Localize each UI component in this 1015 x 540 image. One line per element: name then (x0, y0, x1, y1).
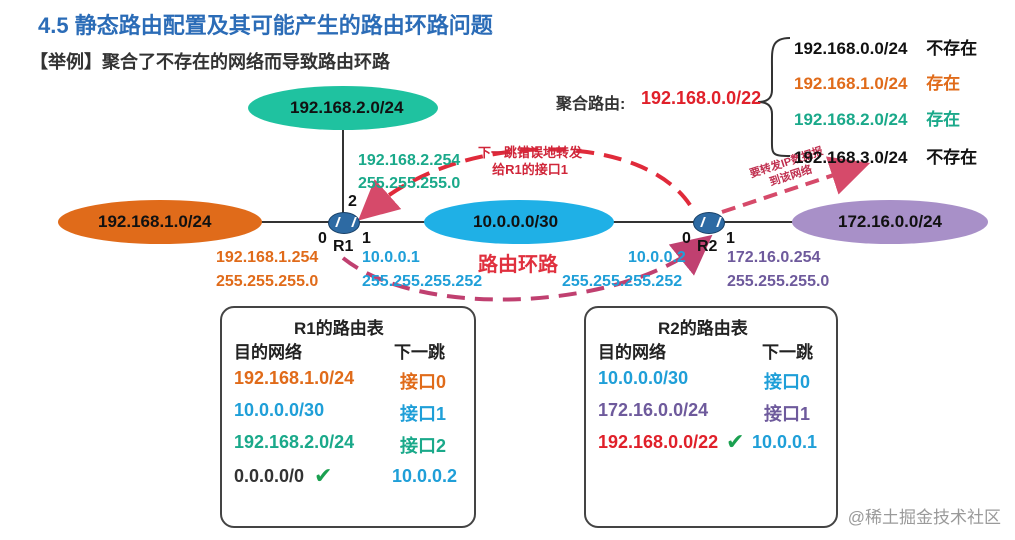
aggregate-item-3-net: 192.168.3.0/24 (794, 148, 908, 167)
r2-right-mask: 255.255.255.0 (727, 273, 830, 290)
aggregate-item-1-status: 存在 (926, 74, 961, 93)
wrong-forward-note-line1: 下一跳错误地转发 (478, 145, 583, 160)
network-middle-label: 10.0.0.0/30 (473, 212, 559, 231)
r1-port-0: 0 (318, 230, 327, 247)
r1-row-0-next: 接口0 (400, 372, 447, 392)
r1-mid-ip: 10.0.0.1 (362, 249, 420, 266)
r2-routing-table: R2的路由表 目的网络 下一跳 10.0.0.0/30 接口0 172.16.0… (584, 306, 838, 528)
wrong-forward-note: 下一跳错误地转发 给R1的接口1 (478, 144, 582, 178)
router-r1-label: R1 (333, 238, 354, 255)
network-right-ellipse (792, 200, 988, 244)
aggregate-item-0-net: 192.168.0.0/24 (794, 39, 908, 58)
r1-routing-table: R1的路由表 目的网络 下一跳 192.168.1.0/24 接口0 10.0.… (220, 306, 476, 528)
wrong-forward-arrow (358, 147, 692, 221)
network-right-label: 172.16.0.0/24 (838, 212, 942, 231)
r1-left-mask: 255.255.255.0 (216, 273, 319, 290)
r1-row-0-dest: 192.168.1.0/24 (234, 368, 355, 388)
r2-row-0-dest: 10.0.0.0/30 (598, 368, 689, 388)
page-subtitle: 【举例】聚合了不存在的网络而导致路由环路 (30, 52, 390, 72)
r1-port-2: 2 (348, 193, 357, 210)
r1-top-ip: 192.168.2.254 (358, 152, 461, 169)
network-left-ellipse (58, 200, 262, 244)
r1-port-1: 1 (362, 230, 371, 247)
r1-left-ip: 192.168.1.254 (216, 249, 319, 266)
r2-right-ip: 172.16.0.254 (727, 249, 821, 266)
router-r2-icon[interactable] (693, 212, 725, 234)
r1-mid-mask: 255.255.255.252 (362, 273, 483, 290)
r2-mid-mask: 255.255.255.252 (562, 273, 683, 290)
aggregate-item-2-net: 192.168.2.0/24 (794, 110, 908, 129)
forward-to-network-arrow (721, 156, 871, 214)
aggregate-item-0: 192.168.0.0/24 不存在 (794, 34, 977, 59)
aggregate-label: 聚合路由: (556, 96, 626, 113)
wrong-forward-note-line2: 给R1的接口1 (492, 162, 568, 177)
aggregate-item-3-status: 不存在 (926, 148, 978, 167)
r2-mid-ip: 10.0.0.2 (628, 249, 686, 266)
r1-table-title: R1的路由表 (294, 319, 384, 338)
r1-row-3-next: 10.0.0.2 (392, 466, 458, 486)
router-r2-label: R2 (697, 238, 718, 255)
r2-row-0-next: 接口0 (764, 372, 811, 392)
r2-row-2-dest: 192.168.0.0/22 (598, 432, 719, 452)
aggregate-item-2: 192.168.2.0/24 存在 (794, 105, 960, 130)
aggregate-item-2-status: 存在 (926, 110, 961, 129)
aggregate-brace (757, 37, 791, 157)
r1-row-3-dest: 0.0.0.0/0 (234, 466, 305, 486)
r2-row-2-next: 10.0.0.1 (752, 432, 818, 452)
r1-col-dest: 目的网络 (234, 343, 302, 362)
network-left-label: 192.168.1.0/24 (98, 212, 212, 231)
page-title: 4.5 静态路由配置及其可能产生的路由环路问题 (38, 13, 493, 38)
r1-row-1-dest: 10.0.0.0/30 (234, 400, 325, 420)
network-top-label: 192.168.2.0/24 (290, 98, 404, 117)
aggregate-item-3: 192.168.3.0/24 不存在 (794, 143, 977, 168)
check-icon: ✔ (314, 463, 333, 488)
check-icon: ✔ (726, 429, 745, 454)
r2-table-title: R2的路由表 (658, 319, 748, 338)
network-top-ellipse (248, 86, 438, 130)
r1-row-2-next: 接口2 (400, 436, 447, 456)
r2-col-dest: 目的网络 (598, 343, 666, 362)
routing-loop-label: 路由环路 (478, 254, 558, 276)
r1-row-2-dest: 192.168.2.0/24 (234, 432, 355, 452)
r1-top-mask: 255.255.255.0 (358, 175, 461, 192)
r2-row-1-dest: 172.16.0.0/24 (598, 400, 709, 420)
watermark: @稀土掘金技术社区 (847, 508, 1001, 527)
r1-col-next: 下一跳 (394, 343, 445, 362)
router-r1-icon[interactable] (328, 212, 360, 234)
r2-port-1: 1 (726, 230, 735, 247)
routing-loop-arrow (341, 234, 713, 302)
r2-port-0: 0 (682, 230, 691, 247)
aggregate-route: 192.168.0.0/22 (641, 88, 762, 108)
r2-row-1-next: 接口1 (764, 404, 811, 424)
aggregate-item-1: 192.168.1.0/24 存在 (794, 69, 960, 94)
aggregate-item-0-status: 不存在 (926, 39, 978, 58)
r2-col-next: 下一跳 (762, 343, 813, 362)
r1-row-1-next: 接口1 (400, 404, 447, 424)
aggregate-item-1-net: 192.168.1.0/24 (794, 74, 908, 93)
network-middle-ellipse (424, 200, 614, 244)
